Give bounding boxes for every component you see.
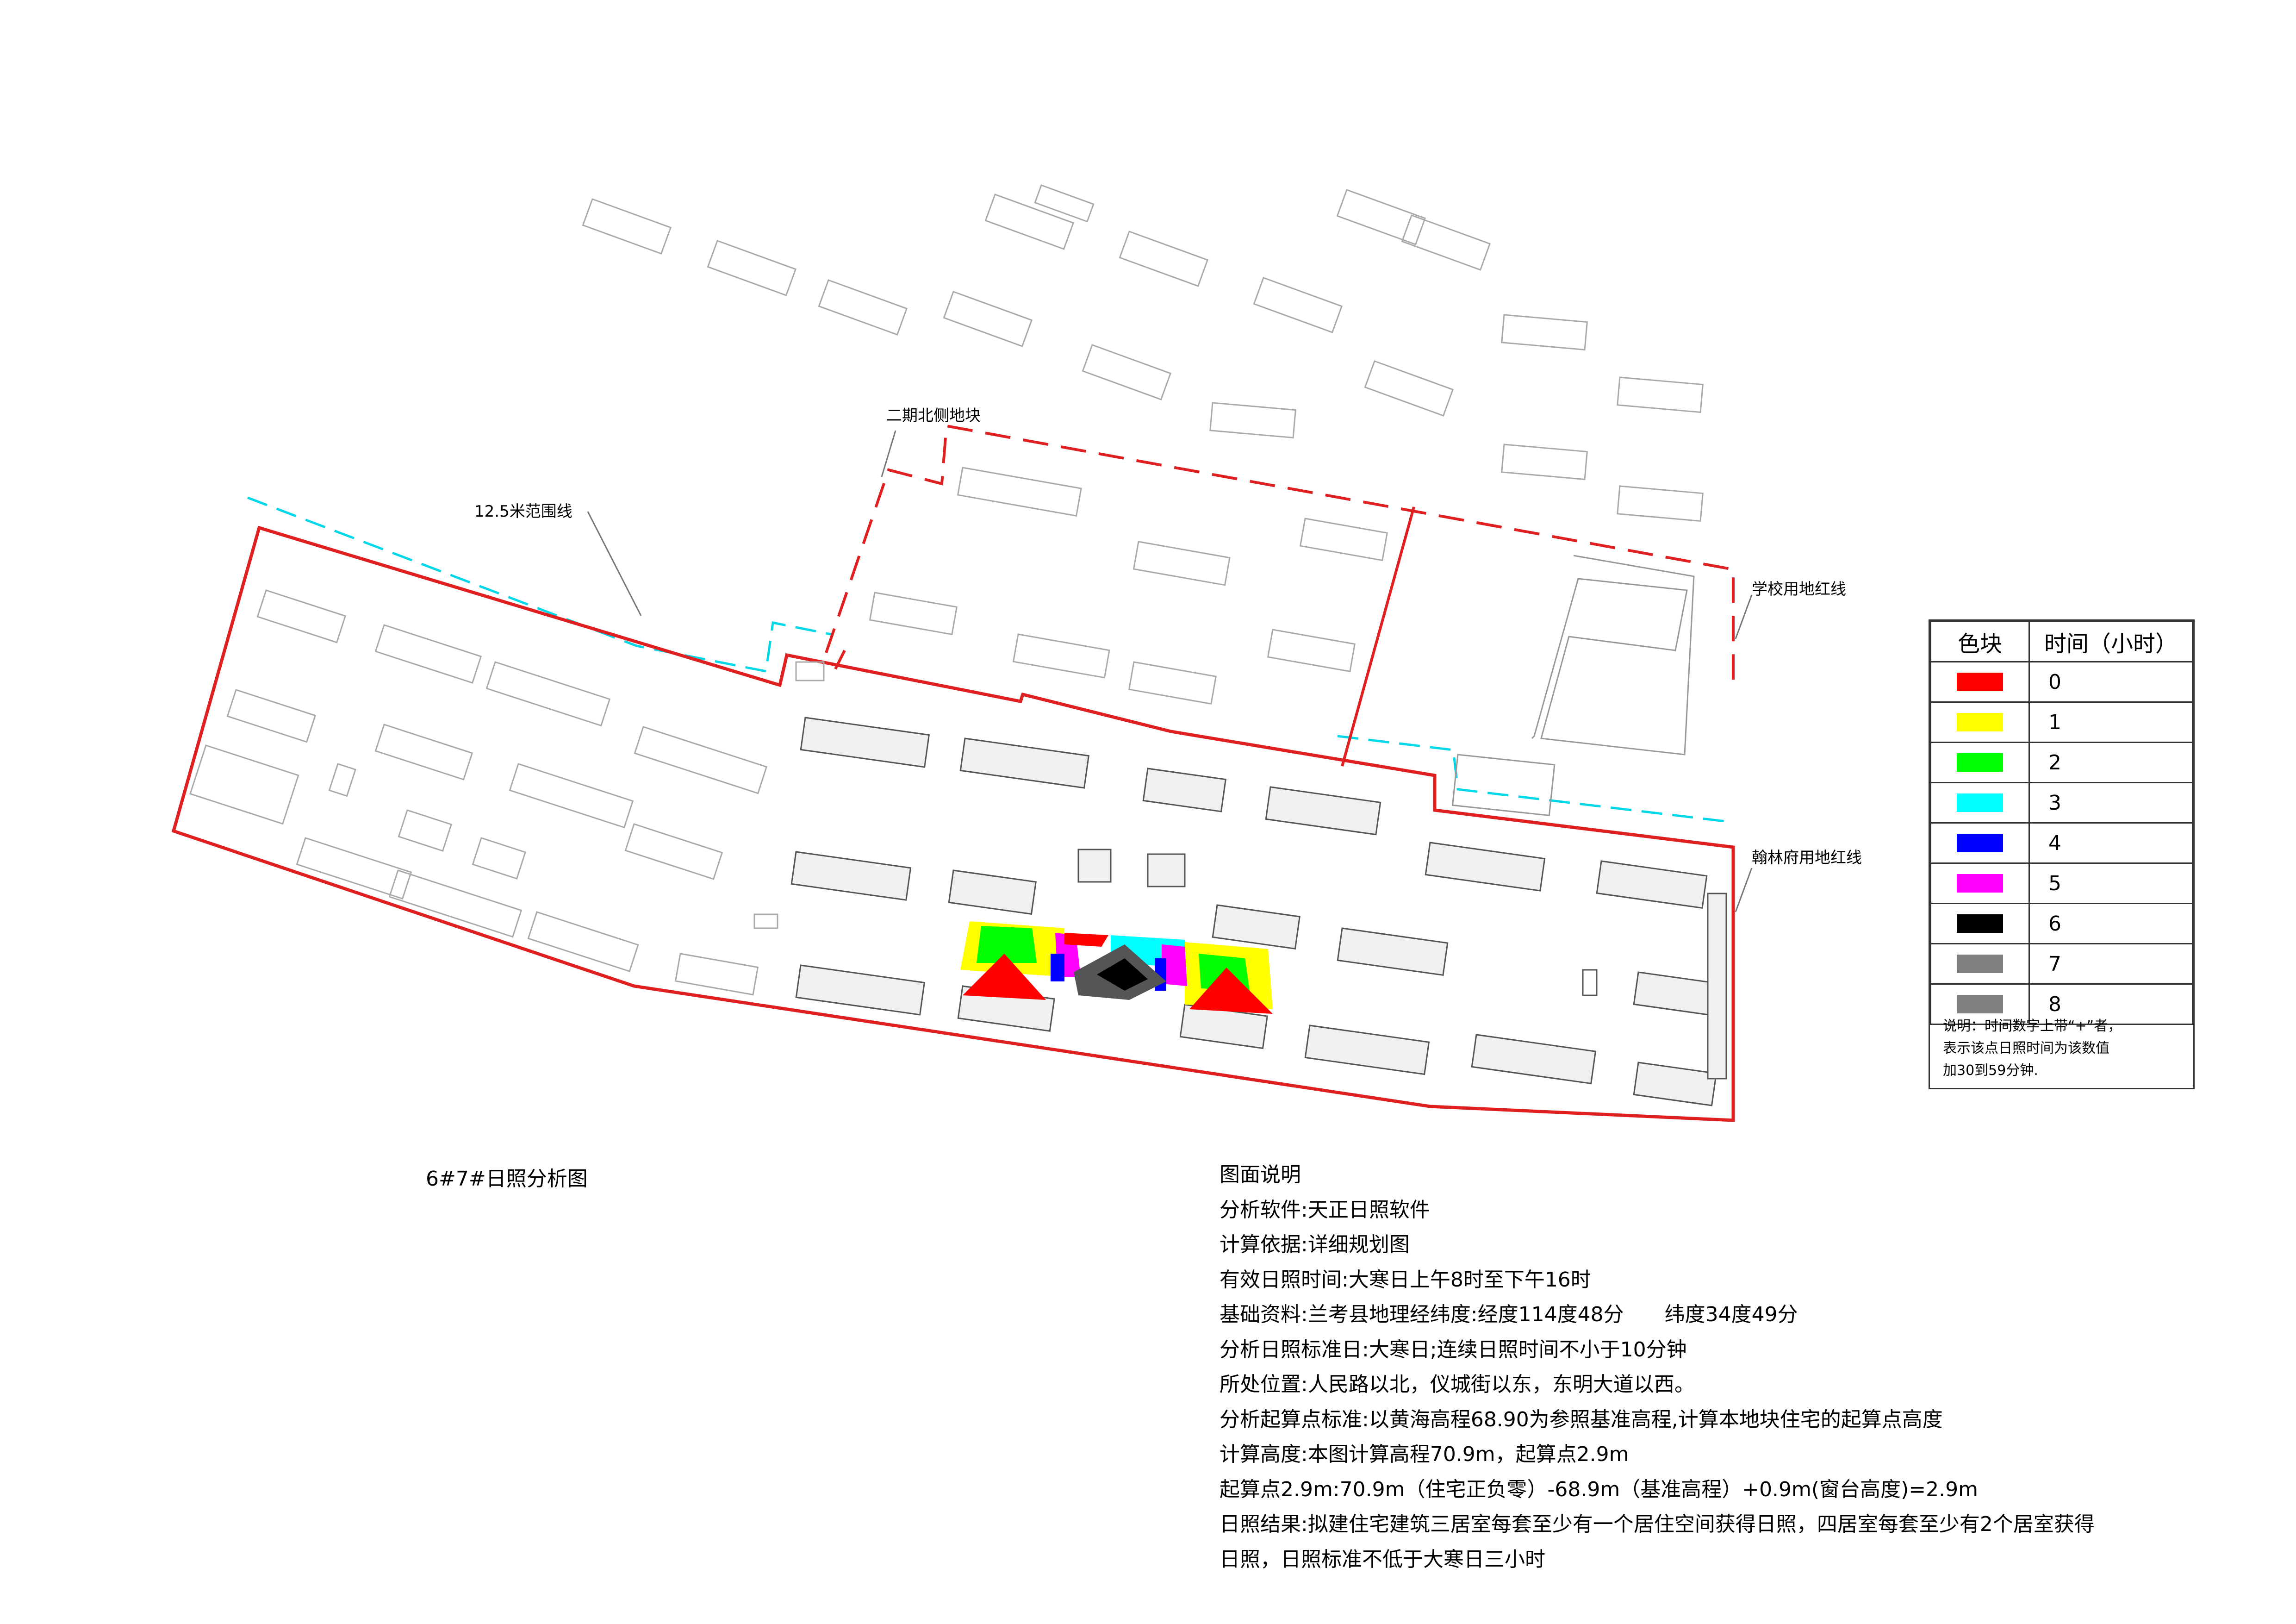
existing-buildings-north: [582, 184, 1704, 522]
range-line-12-5m: [247, 496, 831, 673]
legend-swatch: [1957, 874, 2003, 893]
legend-row: 0: [1930, 661, 2193, 703]
divider-line-2: [1341, 506, 1415, 767]
legend-row: 6: [1930, 903, 2193, 944]
leader-range-line: [587, 511, 642, 616]
range-line-label: 12.5米范围线: [474, 502, 572, 521]
description-line: 计算高度:本图计算高程70.9m，起算点2.9m: [1220, 1443, 1629, 1466]
legend-table: 色块 时间（小时） 0 1 2 3 4 5 6 7 8: [1930, 621, 2193, 1025]
leader-school: [1735, 594, 1753, 639]
divider-line-1: [834, 650, 846, 670]
legend-value: 6: [2028, 903, 2193, 944]
legend-swatch: [1957, 995, 2003, 1013]
legend-swatch: [1957, 834, 2003, 852]
legend-row: 8: [1930, 983, 2193, 1025]
legend-swatch: [1957, 753, 2003, 772]
hanlin-line-label: 翰林府用地红线: [1752, 849, 1862, 867]
legend-note-line: 说明：时间数字上带“+”者，: [1943, 1018, 2122, 1034]
figure-title: 6#7#日照分析图: [426, 1167, 588, 1191]
legend-row: 4: [1930, 822, 2193, 864]
leader-phase2: [881, 430, 896, 477]
legend-value: 3: [2028, 782, 2193, 824]
description-line: 所处位置:人民路以北，仪城街以东，东明大道以西。: [1220, 1373, 1695, 1396]
phase2-north-label: 二期北侧地块: [886, 406, 981, 425]
phase2-buildings: [795, 467, 1388, 705]
legend: 色块 时间（小时） 0 1 2 3 4 5 6 7 8 说明：时间数字上带“+”…: [1929, 619, 2195, 1089]
legend-row: 5: [1930, 862, 2193, 904]
legend-header-time: 时间（小时）: [2028, 621, 2193, 662]
description-line: 分析起算点标准:以黄海高程68.90为参照基准高程,计算本地块住宅的起算点高度: [1220, 1407, 1943, 1431]
legend-value: 4: [2028, 822, 2193, 864]
sunlight-analysis-field: [960, 921, 1273, 1014]
legend-value: 8: [2028, 983, 2193, 1025]
legend-note: 说明：时间数字上带“+”者， 表示该点日照时间为该数值 加30到59分钟.: [1943, 1015, 2122, 1082]
description-line: 分析日照标准日:大寒日;连续日照时间不小于10分钟: [1220, 1337, 1687, 1362]
legend-swatch: [1957, 673, 2003, 691]
legend-swatch: [1957, 793, 2003, 812]
description-line: 基础资料:兰考县地理经纬度:经度114度48分 纬度34度49分: [1220, 1303, 1798, 1326]
legend-note-line: 加30到59分钟.: [1943, 1062, 2038, 1079]
legend-value: 1: [2028, 701, 2193, 743]
description-line: 日照结果:拟建住宅建筑三居室每套至少有一个居住空间获得日照，四居室每套至少有2个…: [1220, 1512, 2095, 1536]
legend-value: 5: [2028, 862, 2193, 904]
school-line-label: 学校用地红线: [1752, 580, 1846, 599]
school-building: [1531, 555, 1695, 756]
legend-row: 1: [1930, 701, 2193, 743]
legend-swatch: [1957, 713, 2003, 731]
school-annex: [1451, 754, 1556, 816]
leader-hanlin: [1735, 868, 1753, 912]
legend-value: 2: [2028, 742, 2193, 783]
drawing-description: 图面说明 分析软件:天正日照软件 计算依据:详细规划图 有效日照时间:大寒日上午…: [1220, 1157, 2095, 1577]
legend-header-color: 色块: [1930, 621, 2030, 662]
residential-buildings: [790, 717, 1727, 1106]
legend-row: 3: [1930, 782, 2193, 824]
legend-value: 0: [2028, 661, 2193, 703]
main-site-boundary: [171, 525, 1735, 1122]
description-line: 起算点2.9m:70.9m（住宅正负零）-68.9m（基准高程）+0.9m(窗台…: [1220, 1477, 1978, 1501]
legend-swatch: [1957, 955, 2003, 973]
range-line-east: [1337, 735, 1729, 823]
description-heading: 图面说明: [1220, 1163, 1301, 1187]
description-line: 分析软件:天正日照软件: [1220, 1198, 1430, 1222]
legend-row: 2: [1930, 742, 2193, 783]
legend-swatch: [1957, 914, 2003, 933]
legend-value: 7: [2028, 943, 2193, 985]
description-line: 有效日照时间:大寒日上午8时至下午16时: [1220, 1268, 1591, 1292]
legend-row: 7: [1930, 943, 2193, 985]
legend-note-line: 表示该点日照时间为该数值: [1943, 1040, 2109, 1056]
description-line: 日照，日照标准不低于大寒日三小时: [1220, 1547, 1545, 1571]
description-line: 计算依据:详细规划图: [1220, 1233, 1410, 1256]
phase2-north-boundary: [825, 424, 1735, 681]
west-buildings: [189, 589, 778, 996]
